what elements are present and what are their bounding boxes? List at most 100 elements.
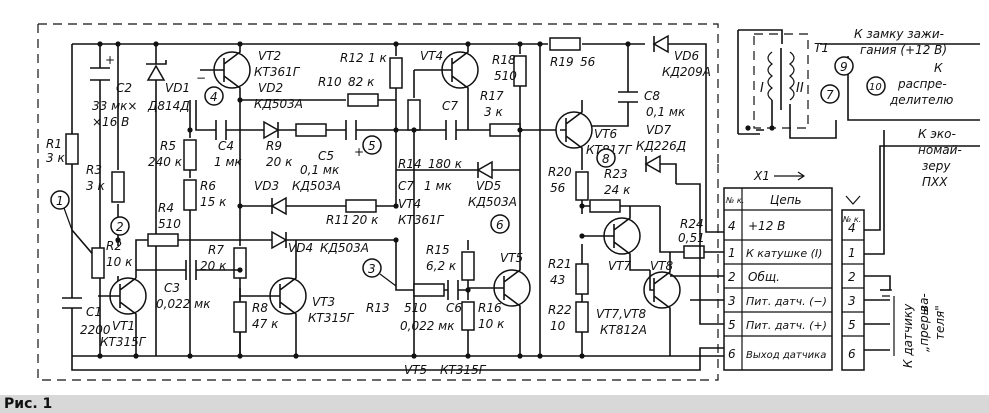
r8-label-value: 47 к [252, 317, 279, 331]
junction-dots [97, 41, 775, 359]
r22-label-value: 10 [550, 319, 566, 333]
r16-label-value: 10 к [478, 317, 505, 331]
r10-label-ref: R10 [318, 75, 342, 89]
vd6-label-value: КД209А [662, 65, 711, 79]
vd5-diode [476, 160, 493, 180]
vd1-label-ref: VD1 [165, 81, 190, 95]
c8-label-ref: C8 [644, 89, 660, 103]
r23-label-value: 24 к [604, 183, 631, 197]
r20-label-value: 56 [550, 181, 566, 195]
c7-mid-value: 1 мк [424, 179, 453, 193]
r7-label-ref: R7 [208, 243, 224, 257]
r15-resistor [461, 251, 475, 281]
x1-row-3-no: 3 [728, 294, 736, 308]
vd7-wire [645, 156, 677, 184]
node-2-marker [110, 216, 130, 236]
r24-label-value: 0,51 [678, 231, 705, 245]
x1-row-1-circuit: К катушке (I) [746, 247, 822, 260]
r9-label-value: 20 к [266, 155, 293, 169]
x1-connector [723, 187, 833, 371]
r19-label-ref: R19 [550, 55, 574, 69]
vd1-label-value: Д814Д [147, 99, 190, 113]
r10-resistor [347, 93, 379, 107]
node-1-label: 1 [56, 194, 64, 208]
r5-resistor [183, 139, 197, 171]
c4-label-ref: C4 [218, 139, 234, 153]
c2-plates [90, 67, 110, 81]
x1-title: X1 [753, 169, 770, 183]
r23-resistor [589, 199, 621, 213]
c4-label-value: 1 мк [214, 155, 243, 169]
r12-resistor [389, 57, 403, 89]
r17-label-value: 3 к [484, 105, 503, 119]
r13-label-value: 510 [404, 301, 427, 315]
sensor-label-2: „преры [917, 306, 931, 352]
vt78-label-ref: VT7,VT8 [596, 307, 647, 321]
vd3-label-ref: VD3 [254, 179, 279, 193]
node-8-label: 8 [602, 152, 610, 166]
x1-row-2-no: 2 [728, 270, 736, 284]
c2-plus: + [105, 53, 115, 67]
vd7-diode [644, 154, 661, 174]
node-3-marker [362, 258, 382, 278]
vd4-diode [271, 230, 288, 250]
node-5-marker [362, 135, 382, 155]
c5-label-ref: C5 [318, 149, 334, 163]
r6-label-value: 15 к [200, 195, 227, 209]
r22-label-ref: R22 [548, 303, 572, 317]
node-6-marker [490, 214, 510, 234]
r8-label-ref: R8 [252, 301, 268, 315]
r4-label-value: 510 [158, 217, 181, 231]
r9-resistor [295, 123, 327, 137]
r20-resistor [575, 171, 589, 201]
caption-bar [0, 395, 989, 413]
x1-header-circuit: Цепь [770, 193, 802, 207]
c3-label-value: 0,022 мк [156, 297, 211, 311]
x1-row-0-no: 4 [728, 219, 736, 233]
r18-label-ref: R18 [492, 53, 516, 67]
c8-wire [582, 44, 629, 127]
r17-resistor [489, 123, 521, 137]
t1-leads [771, 43, 980, 139]
node-7-marker [820, 84, 840, 104]
vt7-label-ref: VT7 [608, 259, 632, 273]
x1-row-1-no: 1 [728, 246, 736, 260]
r6-label-ref: R6 [200, 179, 216, 193]
node-8-marker [596, 148, 616, 168]
r1-label-value: 3 к [46, 151, 65, 165]
node-3-label: 3 [368, 262, 376, 276]
r21-resistor [575, 263, 589, 295]
vd5-label-ref: VD5 [476, 179, 501, 193]
board-outline-left [37, 24, 700, 381]
r7-label-value: 20 к [200, 259, 227, 273]
vd2-bar [277, 122, 296, 138]
r24-resistor [683, 245, 705, 259]
r11-label-ref: R11 [326, 213, 350, 227]
c2-label-ref: C2 [116, 81, 132, 95]
vd5-label-value: КД503А [468, 195, 517, 209]
r1-label-ref: R1 [46, 137, 62, 151]
r15-label-ref: R15 [426, 243, 450, 257]
vt1-label-value: КТ315Г [100, 335, 147, 349]
x1-row-5-no: 6 [728, 347, 736, 361]
external-wires [864, 130, 980, 351]
economizer-label-1: К эко- [918, 127, 956, 141]
r12-label-value: 1 к [368, 51, 387, 65]
r3-label-ref: R3 [86, 163, 102, 177]
economizer-label-2: номай- [918, 143, 962, 157]
ignition-label-1: К замку зажи- [854, 27, 944, 41]
c7-plates [445, 120, 457, 140]
vt1-leads [98, 239, 148, 356]
node-5-label: 5 [368, 139, 376, 153]
vt2-leads [200, 44, 241, 100]
r14-label-ref: R14 [398, 157, 422, 171]
x1-row-4-circuit: Пит. датч. (+) [746, 319, 827, 332]
r21-label-value: 43 [550, 273, 565, 287]
r20-label-ref: R20 [548, 165, 572, 179]
sensor-label-4: теля" [933, 305, 947, 340]
c4-wire [195, 100, 264, 131]
node-1-marker [50, 190, 70, 210]
r14-resistor [407, 99, 421, 131]
c2-label-voltage: ×16 В [92, 115, 129, 129]
vt3-label-value: КТ315Г [308, 311, 355, 325]
